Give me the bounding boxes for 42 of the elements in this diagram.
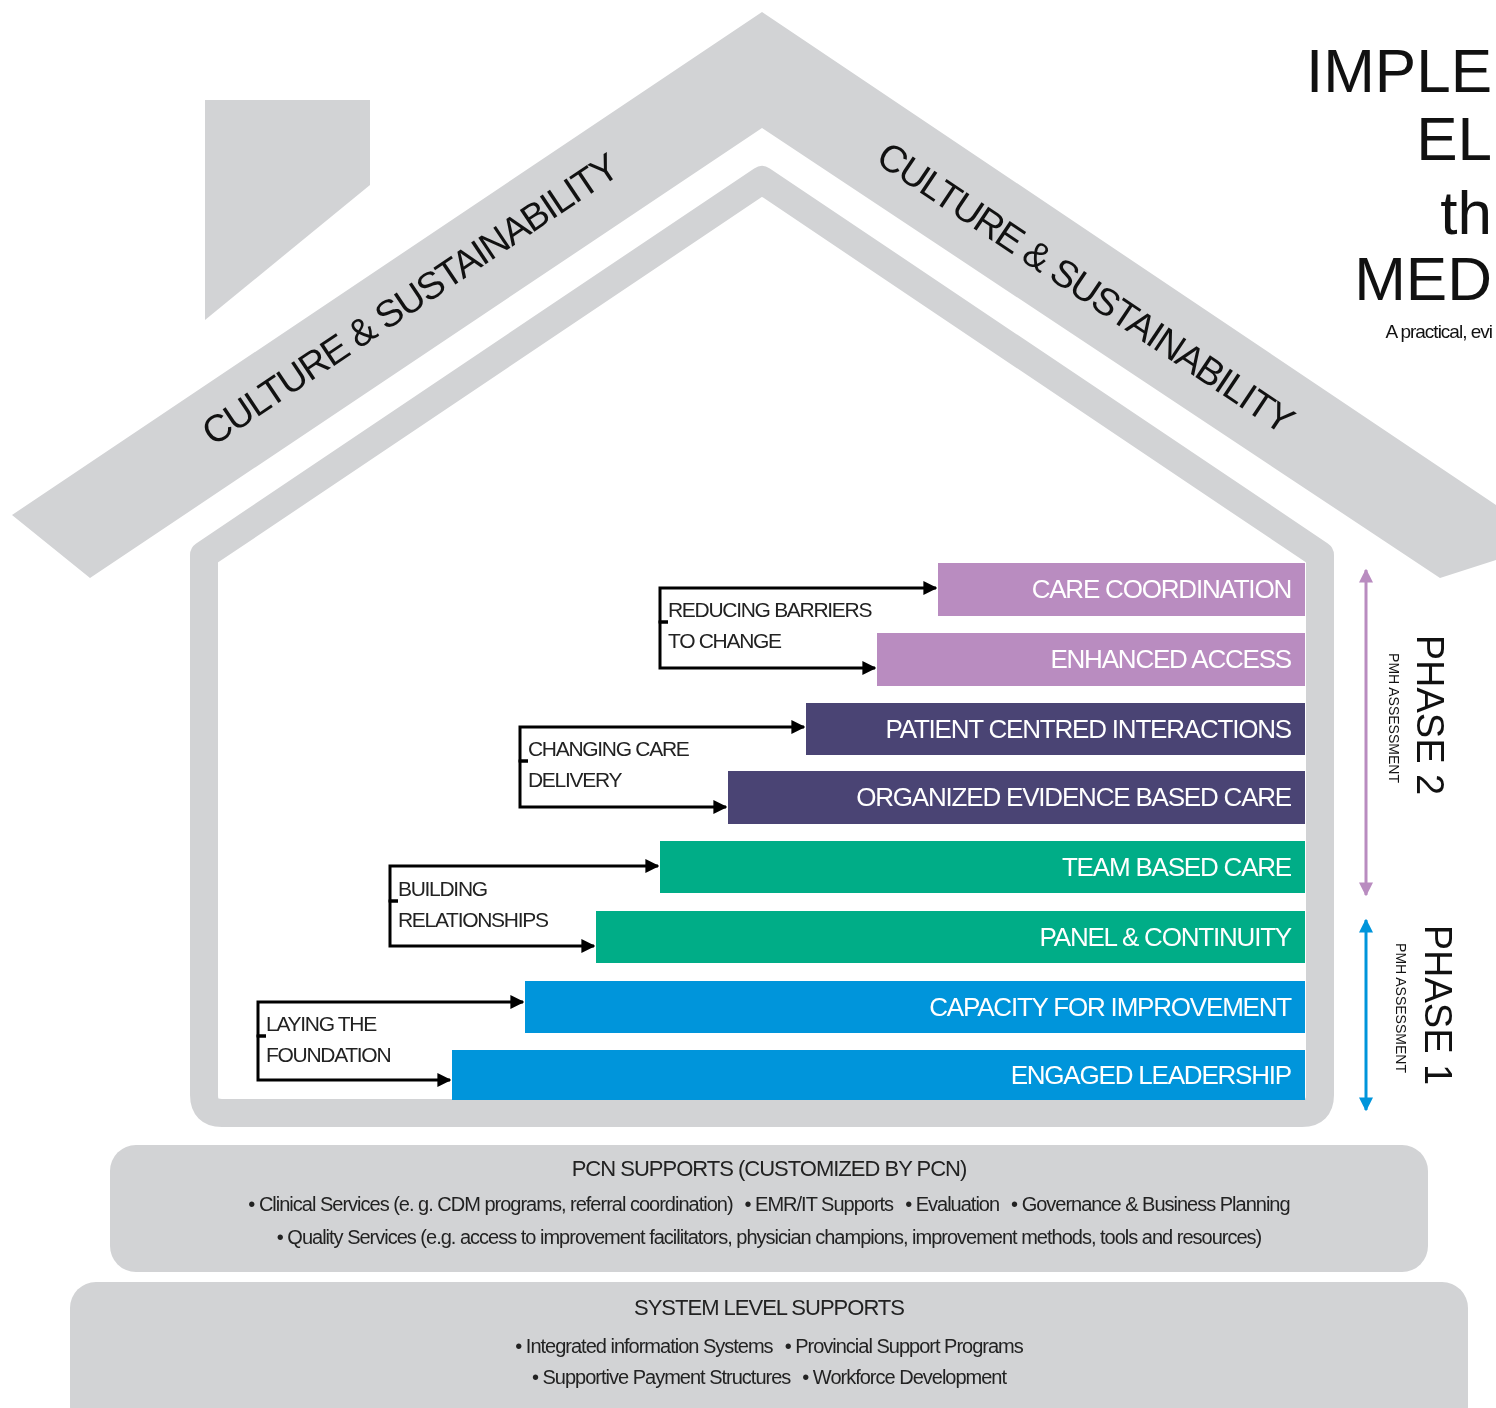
step-label: REDUCING BARRIERS TO CHANGE <box>668 594 873 656</box>
step-bar: ORGANIZED EVIDENCE BASED CARE <box>728 771 1305 824</box>
bracket-arrow <box>256 1034 452 1087</box>
phase-label: PHASE 1 <box>1419 924 1457 1086</box>
step-label: BUILDING RELATIONSHIPS <box>398 873 578 935</box>
step-bar: PANEL & CONTINUITY <box>596 911 1305 963</box>
band-heading: SYSTEM LEVEL SUPPORTS <box>634 1295 904 1321</box>
bracket-arrow <box>658 581 938 624</box>
title-text: EL <box>1416 108 1492 170</box>
phase-note: PMH ASSESSMENT <box>1394 943 1408 1073</box>
step-bar: TEAM BASED CARE <box>660 841 1305 893</box>
bullet-item: • Evaluation <box>905 1193 1000 1216</box>
subtitle-text: A practical, evi <box>1385 322 1492 341</box>
bracket-arrow <box>388 899 596 953</box>
phase-label: PHASE 2 <box>1411 634 1449 796</box>
phase-note: PMH ASSESSMENT <box>1387 653 1401 783</box>
bullet-item: • Provincial Support Programs <box>784 1335 1023 1358</box>
bracket-arrow <box>256 995 525 1038</box>
bullet-item: • Governance & Business Planning <box>1011 1193 1290 1216</box>
bullet-item: • EMR/IT Supports <box>744 1193 894 1216</box>
bracket-arrow <box>658 620 877 675</box>
bullet-item: • Quality Services (e.g. access to improvement facilitators, physician champions, improvement methods, tools and resources) <box>276 1226 1262 1249</box>
bracket-arrow <box>388 859 660 903</box>
step-bar: CARE COORDINATION <box>938 563 1305 616</box>
bullet-item: • Integrated information Systems <box>515 1335 773 1358</box>
step-bar: ENHANCED ACCESS <box>877 633 1305 686</box>
bullet-item: • Clinical Services (e. g. CDM programs, referral coordination) <box>248 1193 733 1216</box>
bullet-item: • Supportive Payment Structures <box>531 1366 791 1389</box>
band-heading: PCN SUPPORTS (CUSTOMIZED BY PCN) <box>571 1156 967 1182</box>
title-text: th <box>1440 182 1492 244</box>
title-text: MED <box>1354 248 1492 310</box>
support-band <box>70 1282 1468 1408</box>
step-bar: CAPACITY FOR IMPROVEMENT <box>525 981 1305 1033</box>
bracket-arrow <box>518 720 806 763</box>
bracket-arrow <box>518 759 728 814</box>
step-label: CHANGING CARE DELIVERY <box>528 733 728 795</box>
step-bar: ENGAGED LEADERSHIP <box>452 1050 1305 1100</box>
support-band <box>110 1145 1428 1272</box>
bullet-item: • Workforce Development <box>802 1366 1007 1389</box>
step-bar: PATIENT CENTRED INTERACTIONS <box>806 703 1305 755</box>
step-label: LAYING THE FOUNDATION <box>266 1008 426 1070</box>
title-text: IMPLE <box>1305 40 1492 102</box>
